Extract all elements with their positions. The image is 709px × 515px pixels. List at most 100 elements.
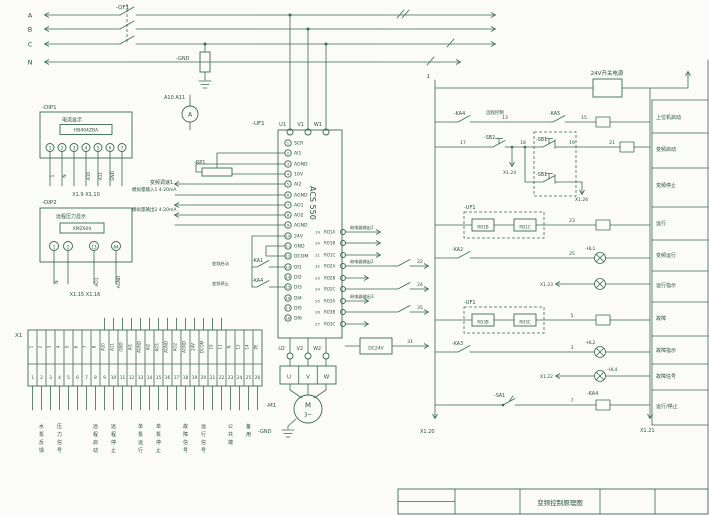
panels-label-8: 6 xyxy=(109,145,112,150)
ammeter-letter: A xyxy=(188,112,193,119)
x1-up-stubs xyxy=(104,317,222,331)
panels-label-22: 64 xyxy=(113,244,119,249)
drive-label-36: 14 xyxy=(286,275,291,280)
x1-label-32: 6 xyxy=(76,375,79,381)
x1-label-28: 2 xyxy=(40,375,43,381)
bus-b-label: B xyxy=(28,26,32,34)
x1-label-56: 远程停止 xyxy=(111,423,116,454)
drive-label-6: AI1 xyxy=(294,151,301,157)
uf1-relay-box-run xyxy=(463,211,545,239)
x1-label-15: AO1 xyxy=(155,342,160,351)
margin-label-5: 运行指示 xyxy=(656,282,676,289)
drive-label-33: 11 xyxy=(286,244,291,249)
x1-terminal-strip xyxy=(27,317,263,411)
phase-taps xyxy=(289,14,327,130)
x1-label-39: 13 xyxy=(138,375,144,381)
drive-label-30: 8 xyxy=(287,213,290,218)
drive-label-51: 20 xyxy=(315,241,320,246)
analog-wiring xyxy=(173,181,286,226)
margin-label-0: 上位机启动 xyxy=(656,114,681,121)
ladder-label-6: 13 xyxy=(502,115,508,121)
x1-label-47: 21 xyxy=(210,375,216,381)
gnd-motor-tag: -GND xyxy=(258,429,272,435)
x1-label-25: 14 xyxy=(245,344,250,350)
x1-label-1: 1 xyxy=(29,345,34,348)
drive-label-21: DI5 xyxy=(294,306,302,312)
x1-label-10: A11 xyxy=(110,343,115,351)
dip2-xref: X1.15 X1.16 xyxy=(70,292,101,298)
drive-label-29: 7 xyxy=(287,203,290,208)
dip1-panel xyxy=(39,111,133,187)
bus-a-label: A xyxy=(28,12,33,20)
drive-label-37: 15 xyxy=(286,285,291,290)
panels-label-5: 3 xyxy=(73,145,76,150)
drive-label-64: W xyxy=(324,375,330,381)
wire-31: 31 xyxy=(407,339,413,345)
title-block-text: 变频控制原理图 xyxy=(537,498,583,507)
dip2-tag: -DIP2 xyxy=(42,200,57,206)
sb1-tag-b: -SB1 xyxy=(536,172,547,178)
qf1-tag: -QF1 xyxy=(116,5,129,11)
acs550-model: ACS 550 xyxy=(308,186,317,220)
x1-label-58: 单泵停止 xyxy=(156,423,161,454)
x1-label-42: 16 xyxy=(165,375,171,381)
rail-wire-1: 1 xyxy=(427,74,431,80)
drive-label-9: AI2 xyxy=(294,182,301,188)
drive-label-49: RO3C xyxy=(324,322,335,327)
current-meter xyxy=(181,94,199,131)
drive-label-23: 1 xyxy=(287,141,290,146)
ground-symbol xyxy=(198,80,212,89)
bus-n-label: N xyxy=(28,59,33,67)
drive-label-58: 27 xyxy=(315,322,320,327)
ladder-label-8: 15 xyxy=(581,115,587,121)
wire-35: 35 xyxy=(417,305,423,311)
drive-label-12: AO2 xyxy=(294,213,304,219)
x1-label-49: 23 xyxy=(228,375,234,381)
drive-label-8: 10V xyxy=(294,172,304,178)
drive-label-38: 16 xyxy=(286,296,291,301)
wire-break-marks xyxy=(396,9,455,66)
rp1-potentiometer xyxy=(195,152,286,177)
drive-label-17: DI1 xyxy=(294,265,302,271)
ladder-label-11: 18 xyxy=(520,140,526,146)
drive-label-54: 23 xyxy=(315,276,320,281)
di1-note: 变频启动 xyxy=(212,260,229,267)
sa1-tag: -SA1 xyxy=(494,393,505,399)
input-u1: U1 xyxy=(279,122,286,128)
drive-label-46: RO2C xyxy=(324,287,335,292)
x1-label-26: PE xyxy=(254,344,259,349)
dc24v-label: DC24V xyxy=(368,346,384,352)
uf1-relay-box-fault xyxy=(463,306,545,334)
dip2-title: 远程压力显示 xyxy=(56,213,86,220)
x1-label-62: 备用 xyxy=(246,423,251,438)
margin-label-8: 故障信号 xyxy=(656,373,676,380)
di3-note: 变频停止 xyxy=(212,280,229,287)
x1-label-24: 13 xyxy=(236,344,241,350)
drive-label-19: DI3 xyxy=(294,285,302,291)
x1-label-51: 25 xyxy=(246,375,252,381)
drive-label-11: AO1 xyxy=(294,203,304,209)
panels-label-7: 5 xyxy=(97,145,100,150)
x1-label-18: AGND xyxy=(182,341,187,353)
margin-label-6: 故障 xyxy=(656,315,666,322)
sb1-group-box xyxy=(533,131,577,197)
x1-label-6: 6 xyxy=(74,345,79,348)
drive-label-14: 24V xyxy=(294,234,304,240)
x1-label-17: AO2 xyxy=(173,342,178,351)
breaker-qf1 xyxy=(119,4,135,45)
drive-label-52: 21 xyxy=(315,253,320,258)
x1-label-19: 24V xyxy=(191,343,196,351)
x1-tag: X1 xyxy=(15,333,22,339)
motor-m: M xyxy=(305,402,311,410)
hl1-tag: -HL1 xyxy=(585,246,596,252)
output-v2: V2 xyxy=(297,346,303,352)
panels-label-6: 4 xyxy=(85,145,88,150)
uf1-tag: -UF1 xyxy=(252,121,265,127)
x1-label-14: AI2 xyxy=(146,343,151,350)
motor-circuit xyxy=(279,337,337,438)
x1-label-11: GND xyxy=(119,342,124,351)
x1-label-48: 22 xyxy=(219,375,225,381)
x1-label-46: 20 xyxy=(201,375,207,381)
ammeter-symbol xyxy=(181,105,199,123)
ladder-label-28: RO3C xyxy=(519,320,530,325)
